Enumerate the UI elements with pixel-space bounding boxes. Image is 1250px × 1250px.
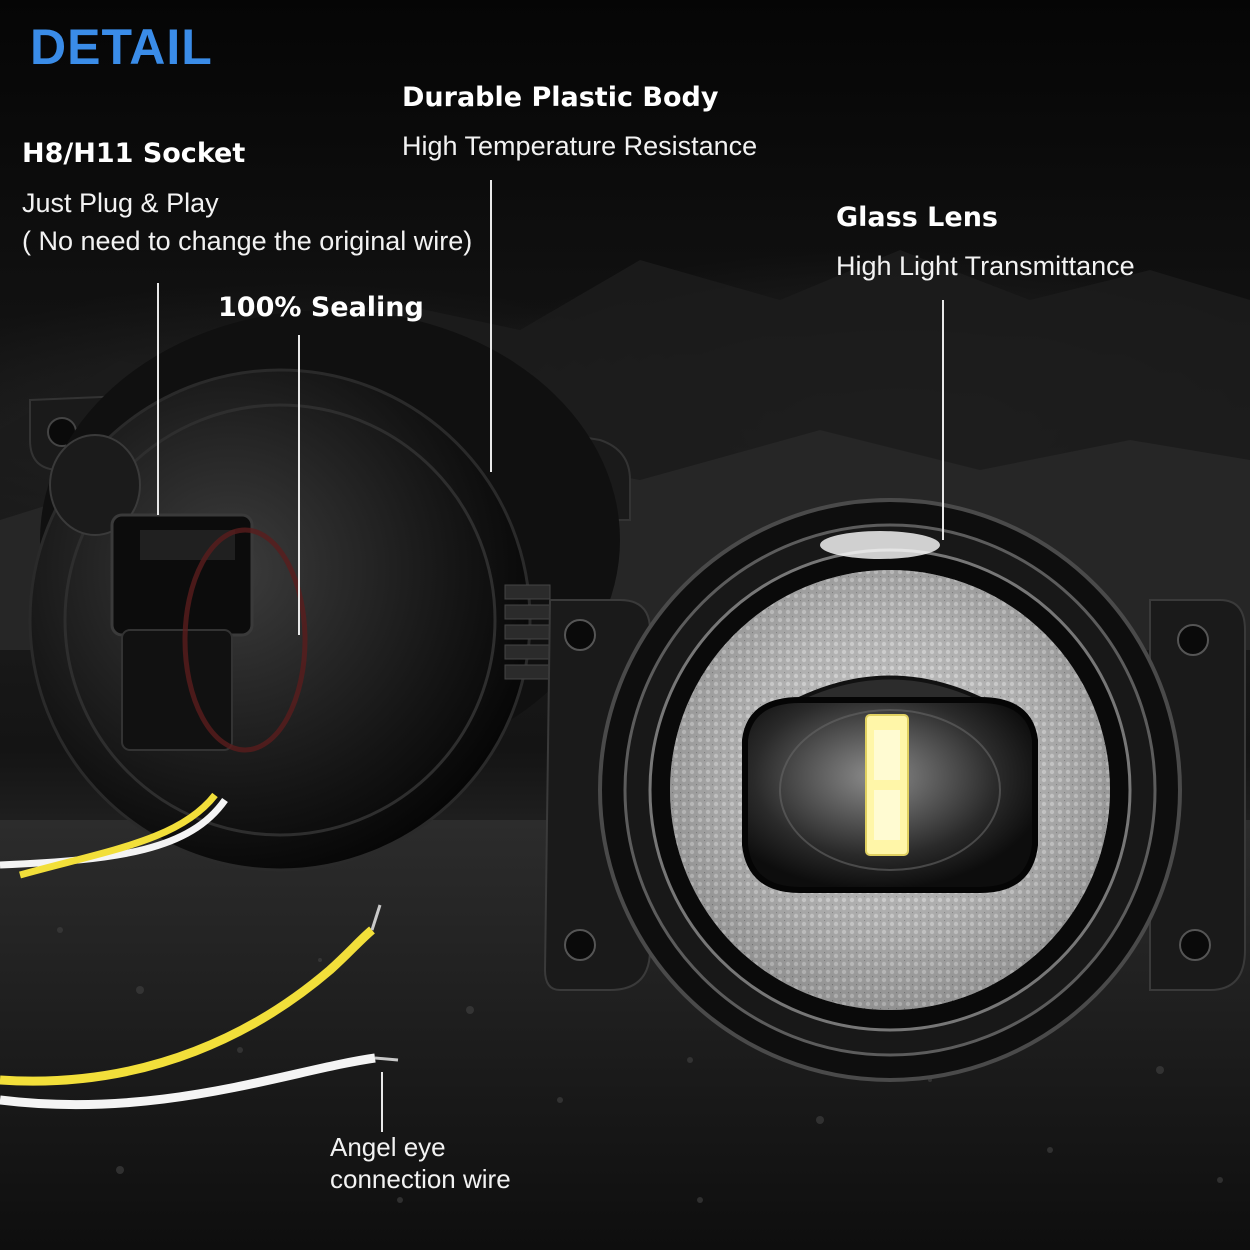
- sealing-leader-line: [298, 335, 300, 635]
- plastic-body-leader-line: [490, 180, 492, 472]
- sealing-title: 100% Sealing: [218, 292, 424, 323]
- socket-desc-line1: Just Plug & Play: [22, 188, 219, 218]
- lens-title: Glass Lens: [836, 202, 998, 233]
- angel-eye-wires: [0, 904, 399, 1110]
- rear-view-fog-light: [0, 310, 631, 879]
- lens-leader-line: [942, 300, 944, 540]
- wire-leader-line: [381, 1072, 383, 1132]
- socket-leader-line: [157, 283, 159, 515]
- front-view-fog-light: [543, 498, 1246, 1082]
- page-title: DETAIL: [30, 19, 213, 75]
- plastic-body-title: Durable Plastic Body: [402, 82, 719, 113]
- lens-desc: High Light Transmittance: [836, 251, 1135, 281]
- wire-caption-line2: connection wire: [330, 1164, 511, 1194]
- plastic-body-desc: High Temperature Resistance: [402, 131, 758, 161]
- socket-desc-line2: ( No need to change the original wire): [22, 226, 473, 256]
- socket-title: H8/H11 Socket: [22, 138, 246, 169]
- wire-caption-line1: Angel eye: [330, 1132, 446, 1162]
